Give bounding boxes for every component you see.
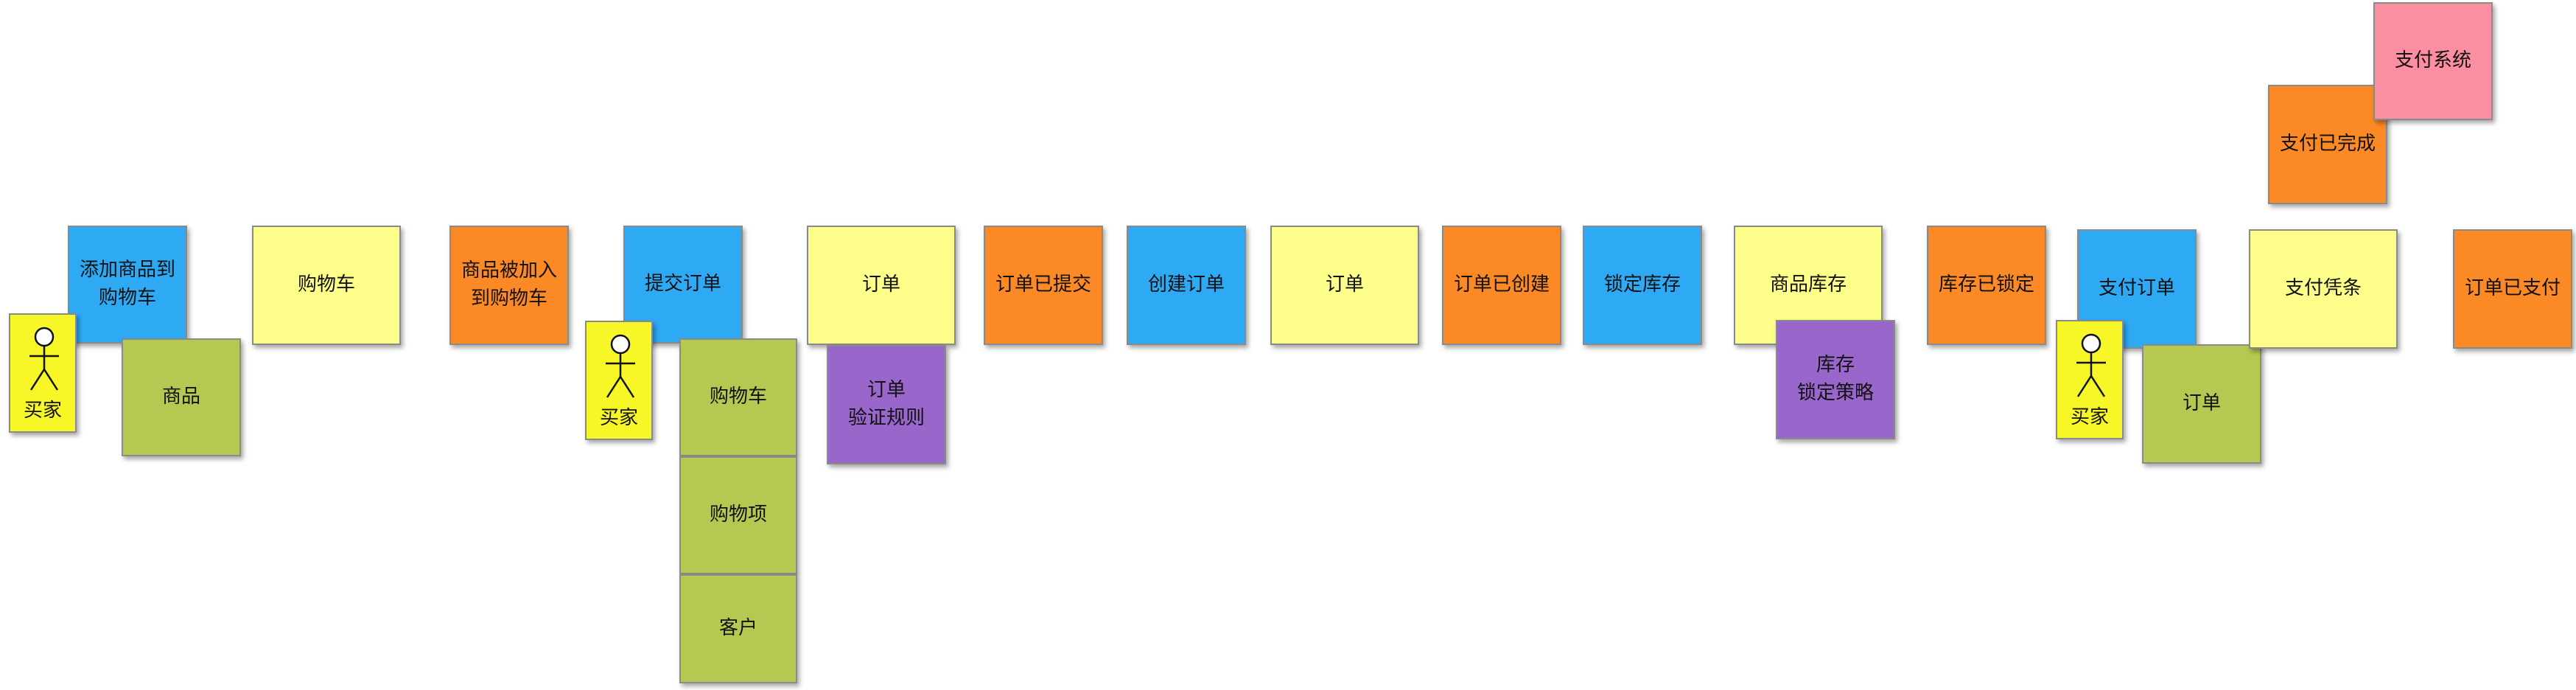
actor-label: 买家 <box>599 407 638 429</box>
stick-figure-icon <box>606 334 635 398</box>
actor-label: 买家 <box>2070 406 2109 428</box>
event-order-submitted: 订单已提交 <box>984 226 1103 345</box>
aggregate-order-1: 订单 <box>807 226 956 345</box>
actor-buyer-3: 买家 <box>2056 320 2124 439</box>
actor-label: 买家 <box>23 400 62 422</box>
policy-inventory-lock: 库存 锁定策略 <box>1776 320 1895 439</box>
aggregate-product: 商品 <box>122 338 241 456</box>
external-payment-system: 支付系统 <box>2373 2 2493 120</box>
aggregate-order-3: 订单 <box>2142 344 2261 464</box>
command-create-order: 创建订单 <box>1127 226 1246 345</box>
actor-buyer-1: 买家 <box>9 313 77 433</box>
actor-buyer-2: 买家 <box>585 321 653 440</box>
entity-customer: 客户 <box>679 574 797 683</box>
aggregate-order-2: 订单 <box>1270 226 1419 345</box>
event-inventory-locked: 库存已锁定 <box>1927 226 2046 345</box>
policy-order-validation-rules: 订单 验证规则 <box>827 345 946 464</box>
aggregate-payment-voucher: 支付凭条 <box>2249 229 2398 349</box>
stick-figure-icon <box>2076 333 2106 397</box>
command-lock-inventory: 锁定库存 <box>1583 226 1702 345</box>
entity-cart-item: 购物项 <box>679 456 797 574</box>
event-payment-completed: 支付已完成 <box>2268 85 2387 204</box>
stick-figure-icon <box>29 327 59 391</box>
command-submit-order: 提交订单 <box>623 226 743 344</box>
event-product-added-to-cart: 商品被加入 到购物车 <box>449 226 569 345</box>
event-order-paid: 订单已支付 <box>2453 229 2572 349</box>
command-add-product-to-cart: 添加商品到 购物车 <box>68 226 187 344</box>
aggregate-cart: 购物车 <box>252 226 401 345</box>
event-order-created: 订单已创建 <box>1442 226 1561 345</box>
aggregate-cart-2: 购物车 <box>679 338 797 456</box>
